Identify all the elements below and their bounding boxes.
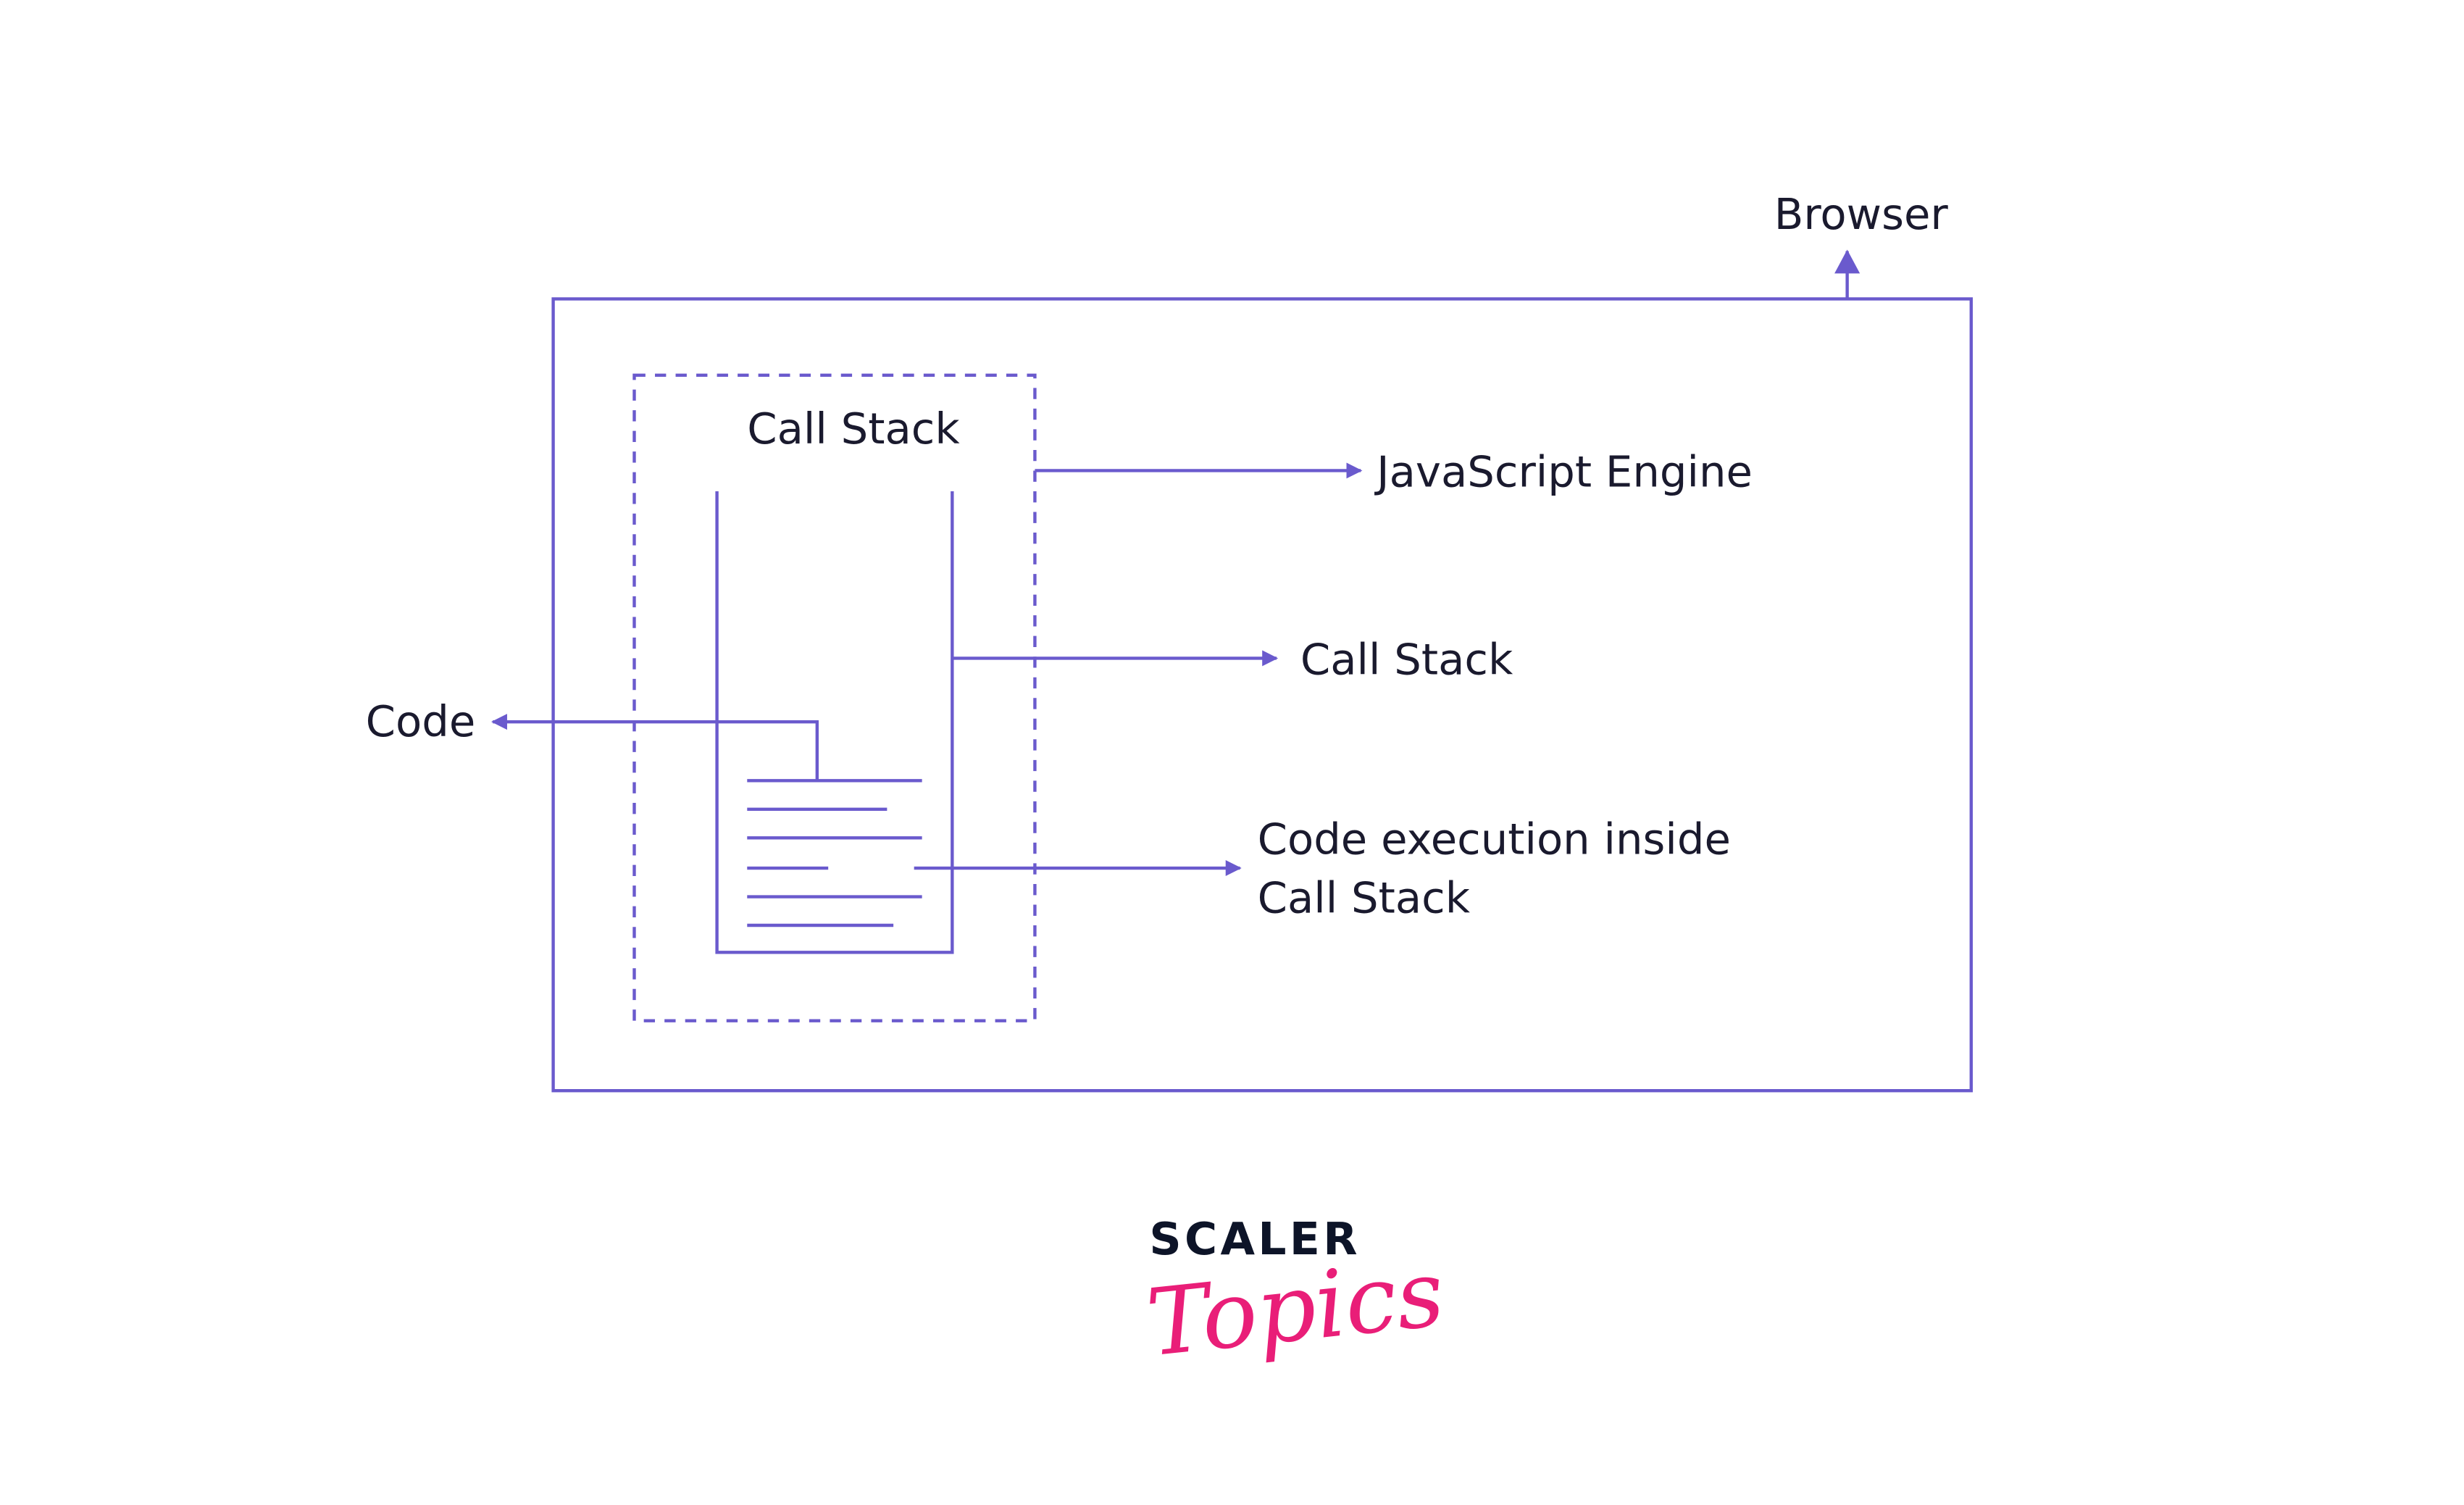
javascript-engine-label: JavaScript Engine	[1374, 446, 1753, 496]
browser-label: Browser	[1774, 189, 1949, 239]
logo-scaler-text: SCALER	[1149, 1214, 1361, 1265]
browser-box	[551, 297, 1973, 1093]
code-arrow	[491, 714, 819, 781]
code-execution-label-line1: Code execution inside	[1258, 814, 1731, 864]
scaler-topics-logo: SCALER Topics	[1142, 1214, 1449, 1377]
code-execution-label-line2: Call Stack	[1258, 872, 1471, 922]
code-label: Code	[366, 696, 476, 746]
call-stack-label: Call Stack	[1300, 634, 1513, 684]
browser-arrowhead	[1834, 249, 1860, 274]
code-lines	[747, 779, 922, 927]
javascript-engine-box	[632, 373, 1037, 1022]
call-stack-title: Call Stack	[747, 404, 960, 454]
